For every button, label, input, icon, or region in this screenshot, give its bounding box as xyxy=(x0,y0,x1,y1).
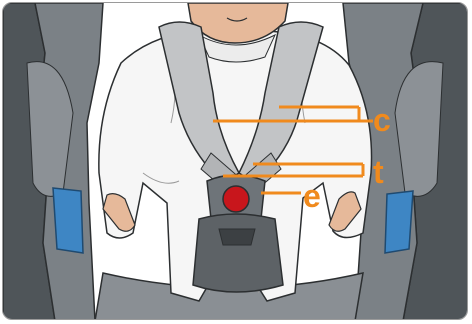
diagram-frame: c t e xyxy=(2,2,468,320)
car-seat-illustration: c t e xyxy=(3,3,468,320)
side-impact-blue-left xyxy=(53,188,83,253)
crotch-buckle xyxy=(193,214,283,292)
side-impact-blue-right xyxy=(385,191,413,253)
callout-e-letter: e xyxy=(303,178,321,214)
buckle-release-button xyxy=(223,186,249,212)
crotch-buckle-slot xyxy=(219,229,255,245)
callout-t-letter: t xyxy=(373,154,384,190)
callout-c-letter: c xyxy=(373,102,391,138)
